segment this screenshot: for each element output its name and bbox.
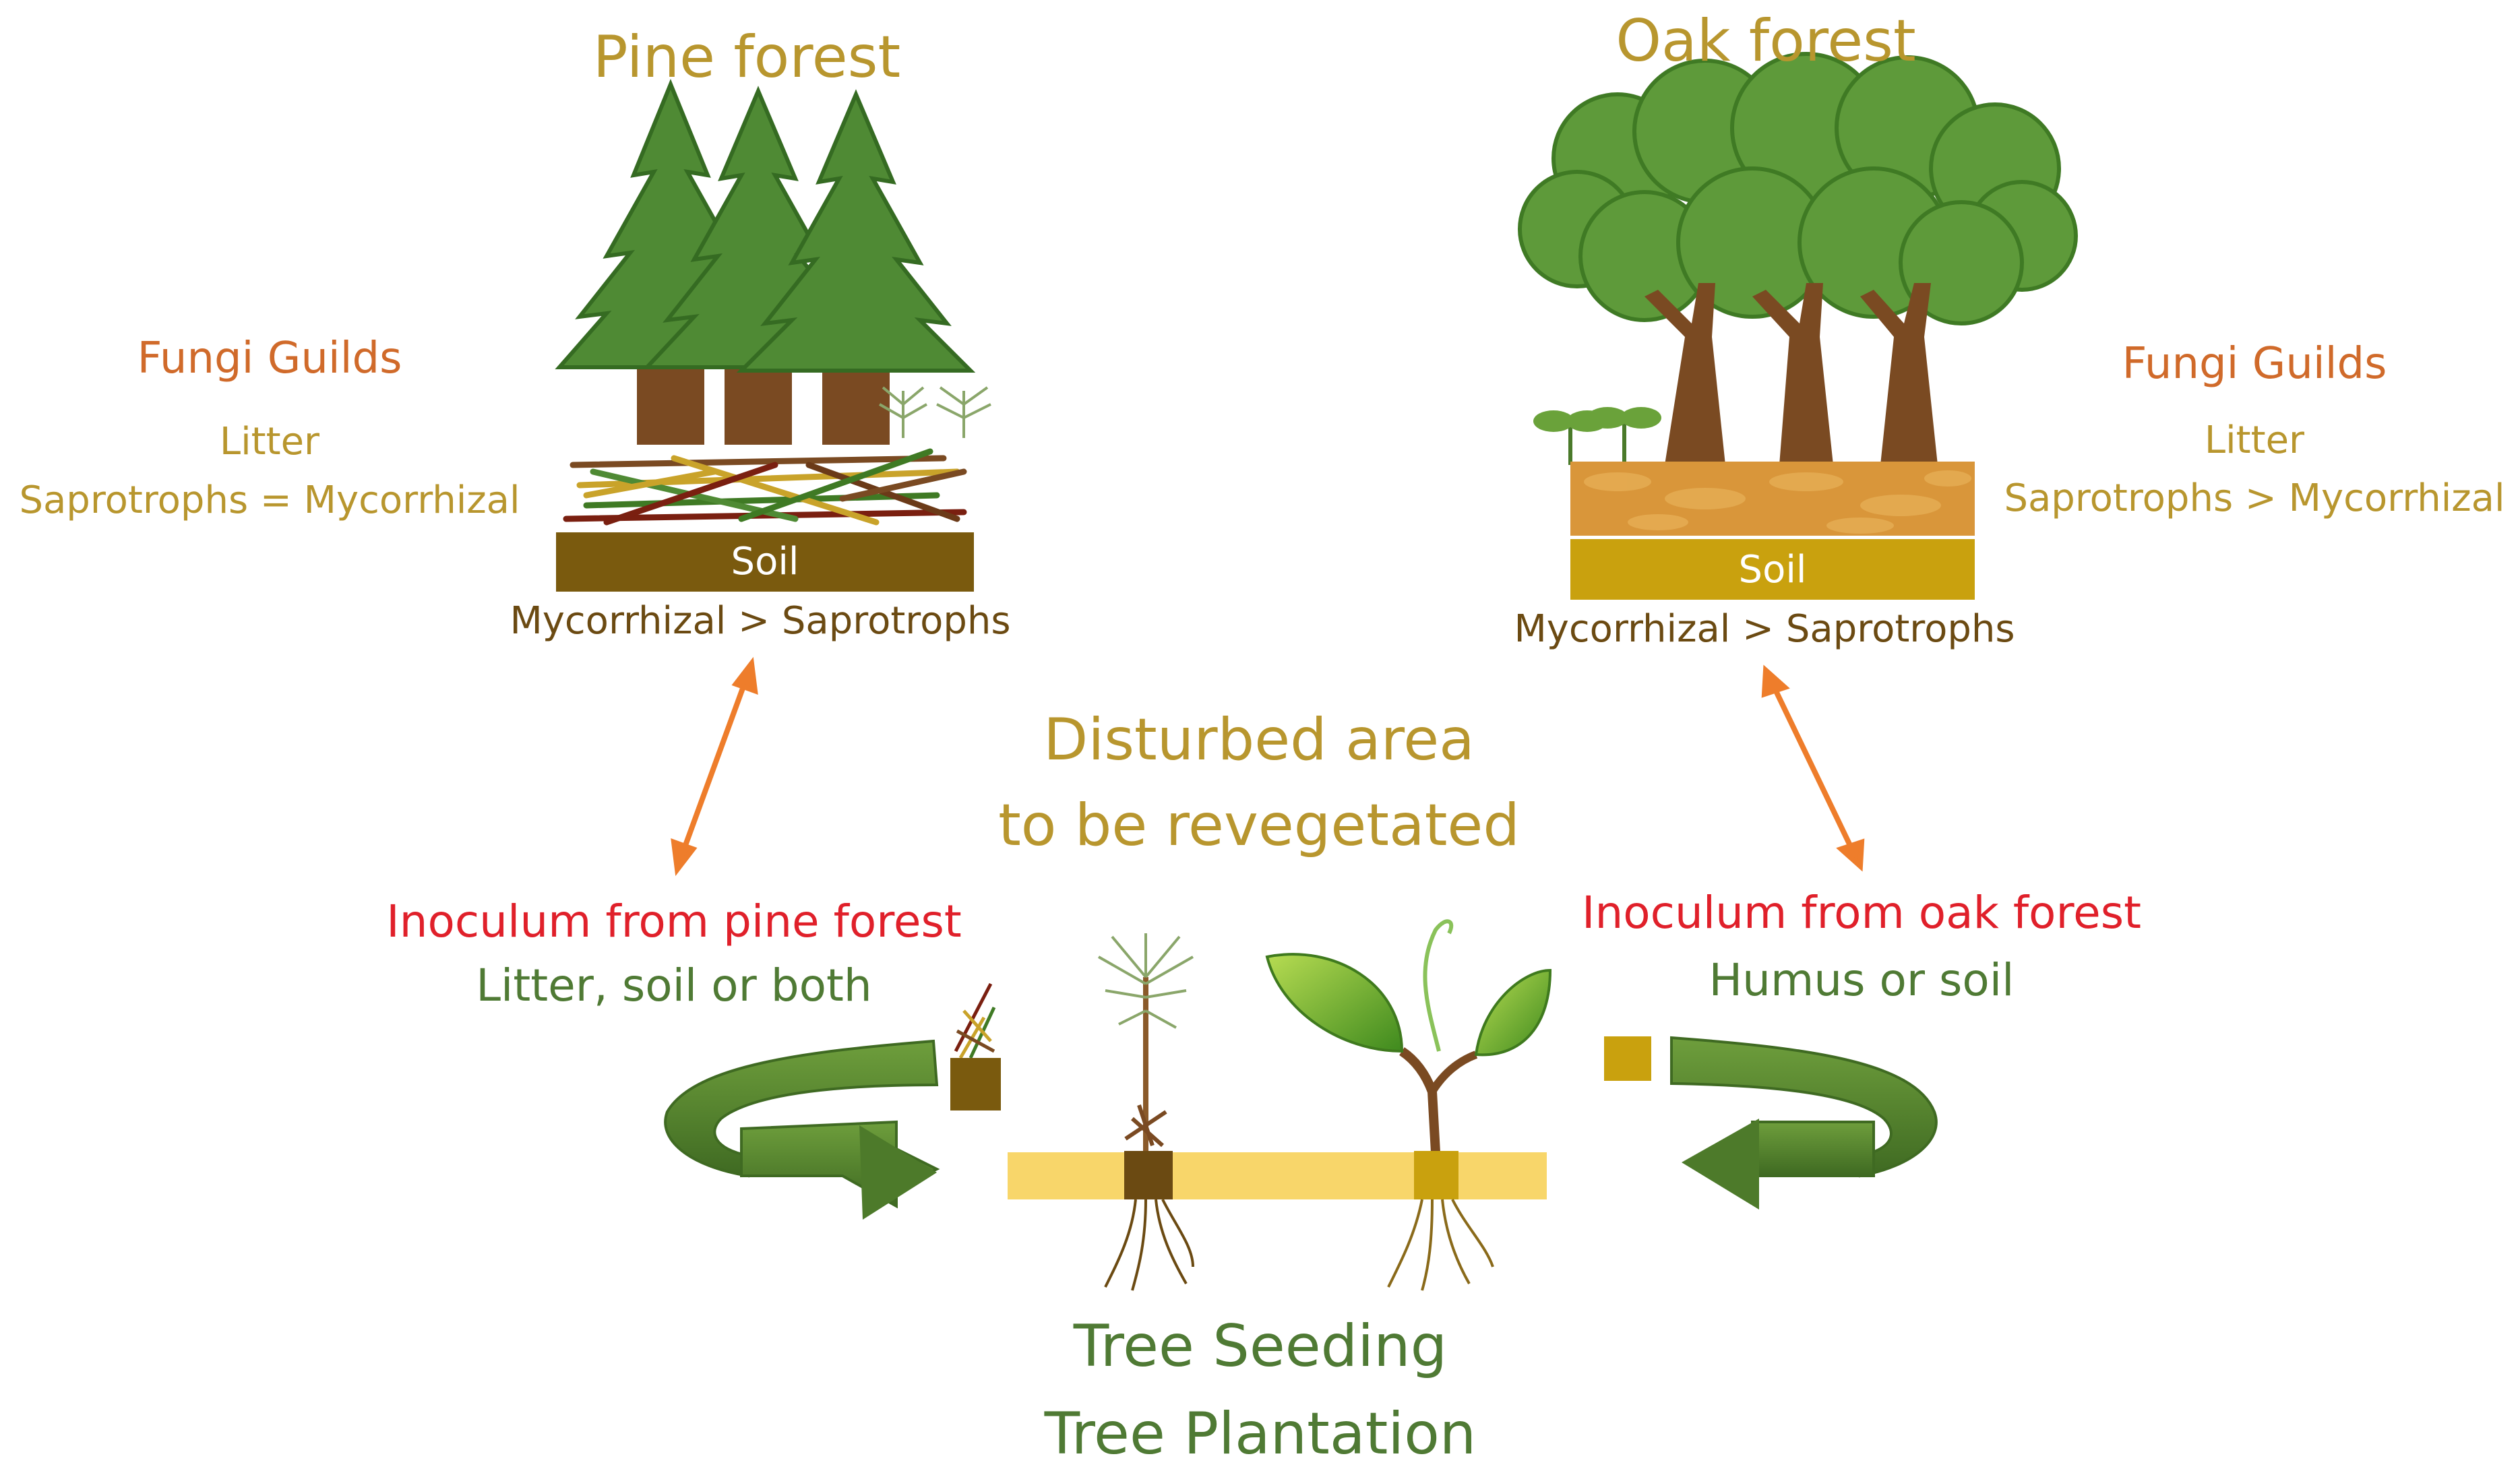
- oak-trunks: [1645, 283, 1938, 465]
- tree-seeding-label: Tree Seeding: [1073, 1313, 1448, 1380]
- pine-seedling-roots: [1104, 1199, 1194, 1291]
- oak-soil-bar: [1570, 539, 1975, 600]
- oak-litter-texture: [1584, 470, 1971, 534]
- pine-forest-illustration: [555, 79, 991, 592]
- pine-forest-title: Pine forest: [592, 24, 901, 91]
- oak-inoculum-sample: [1604, 1036, 1651, 1081]
- disturbed-area-title-line2: to be revegetated: [998, 792, 1520, 859]
- oak-forest-illustration: [1518, 52, 2078, 600]
- oak-inoculum-plug: [1414, 1151, 1458, 1199]
- inoculum-pine-title: Inoculum from pine forest: [386, 896, 962, 947]
- oak-litter-label: Litter: [2204, 418, 2305, 462]
- left-circular-arrow: [664, 1039, 940, 1220]
- inoculum-oak-title: Inoculum from oak forest: [1582, 887, 2141, 939]
- pine-soil-bar: [556, 532, 974, 592]
- oak-seedling-roots: [1387, 1199, 1494, 1291]
- tree-plantation-label: Tree Plantation: [1044, 1400, 1477, 1468]
- disturbed-area-title-line1: Disturbed area: [1043, 706, 1475, 774]
- oak-fungi-guilds-heading: Fungi Guilds: [2122, 339, 2387, 389]
- oak-forest-title: Oak forest: [1616, 7, 1916, 75]
- pine-sapling: [879, 386, 991, 438]
- pine-fungi-guilds-heading: Fungi Guilds: [137, 334, 402, 383]
- pine-soil-relation: Mycorrhizal > Saprotrophs: [510, 599, 1011, 643]
- oak-litter-relation: Saprotrophs > Mycorrhizal: [2004, 476, 2505, 520]
- oak-exchange-arrow: [1761, 664, 1865, 872]
- oak-seedlings: [1533, 407, 1661, 465]
- inoculum-oak-detail: Humus or soil: [1709, 954, 2015, 1006]
- pine-inoculum-plug: [1124, 1151, 1173, 1199]
- oak-seedling: [1265, 919, 1552, 1291]
- ground-strip: [1008, 1152, 1547, 1199]
- right-circular-arrow: [1670, 1036, 1938, 1210]
- pine-litter-label: Litter: [219, 420, 320, 464]
- oak-canopy: [1518, 52, 2078, 325]
- pine-tree: [736, 89, 976, 373]
- pine-exchange-arrow: [671, 656, 758, 877]
- pine-soil-label: Soil: [731, 540, 799, 584]
- inoculum-pine-detail: Litter, soil or both: [476, 960, 872, 1011]
- pine-inoculum-sample: [950, 982, 1001, 1110]
- pine-litter-relation: Saprotrophs = Mycorrhizal: [19, 478, 520, 522]
- pine-seedling: [1098, 933, 1194, 1291]
- oak-soil-label: Soil: [1738, 548, 1807, 592]
- pine-litter: [563, 448, 967, 526]
- oak-soil-relation: Mycorrhizal > Saprotrophs: [1514, 607, 2015, 651]
